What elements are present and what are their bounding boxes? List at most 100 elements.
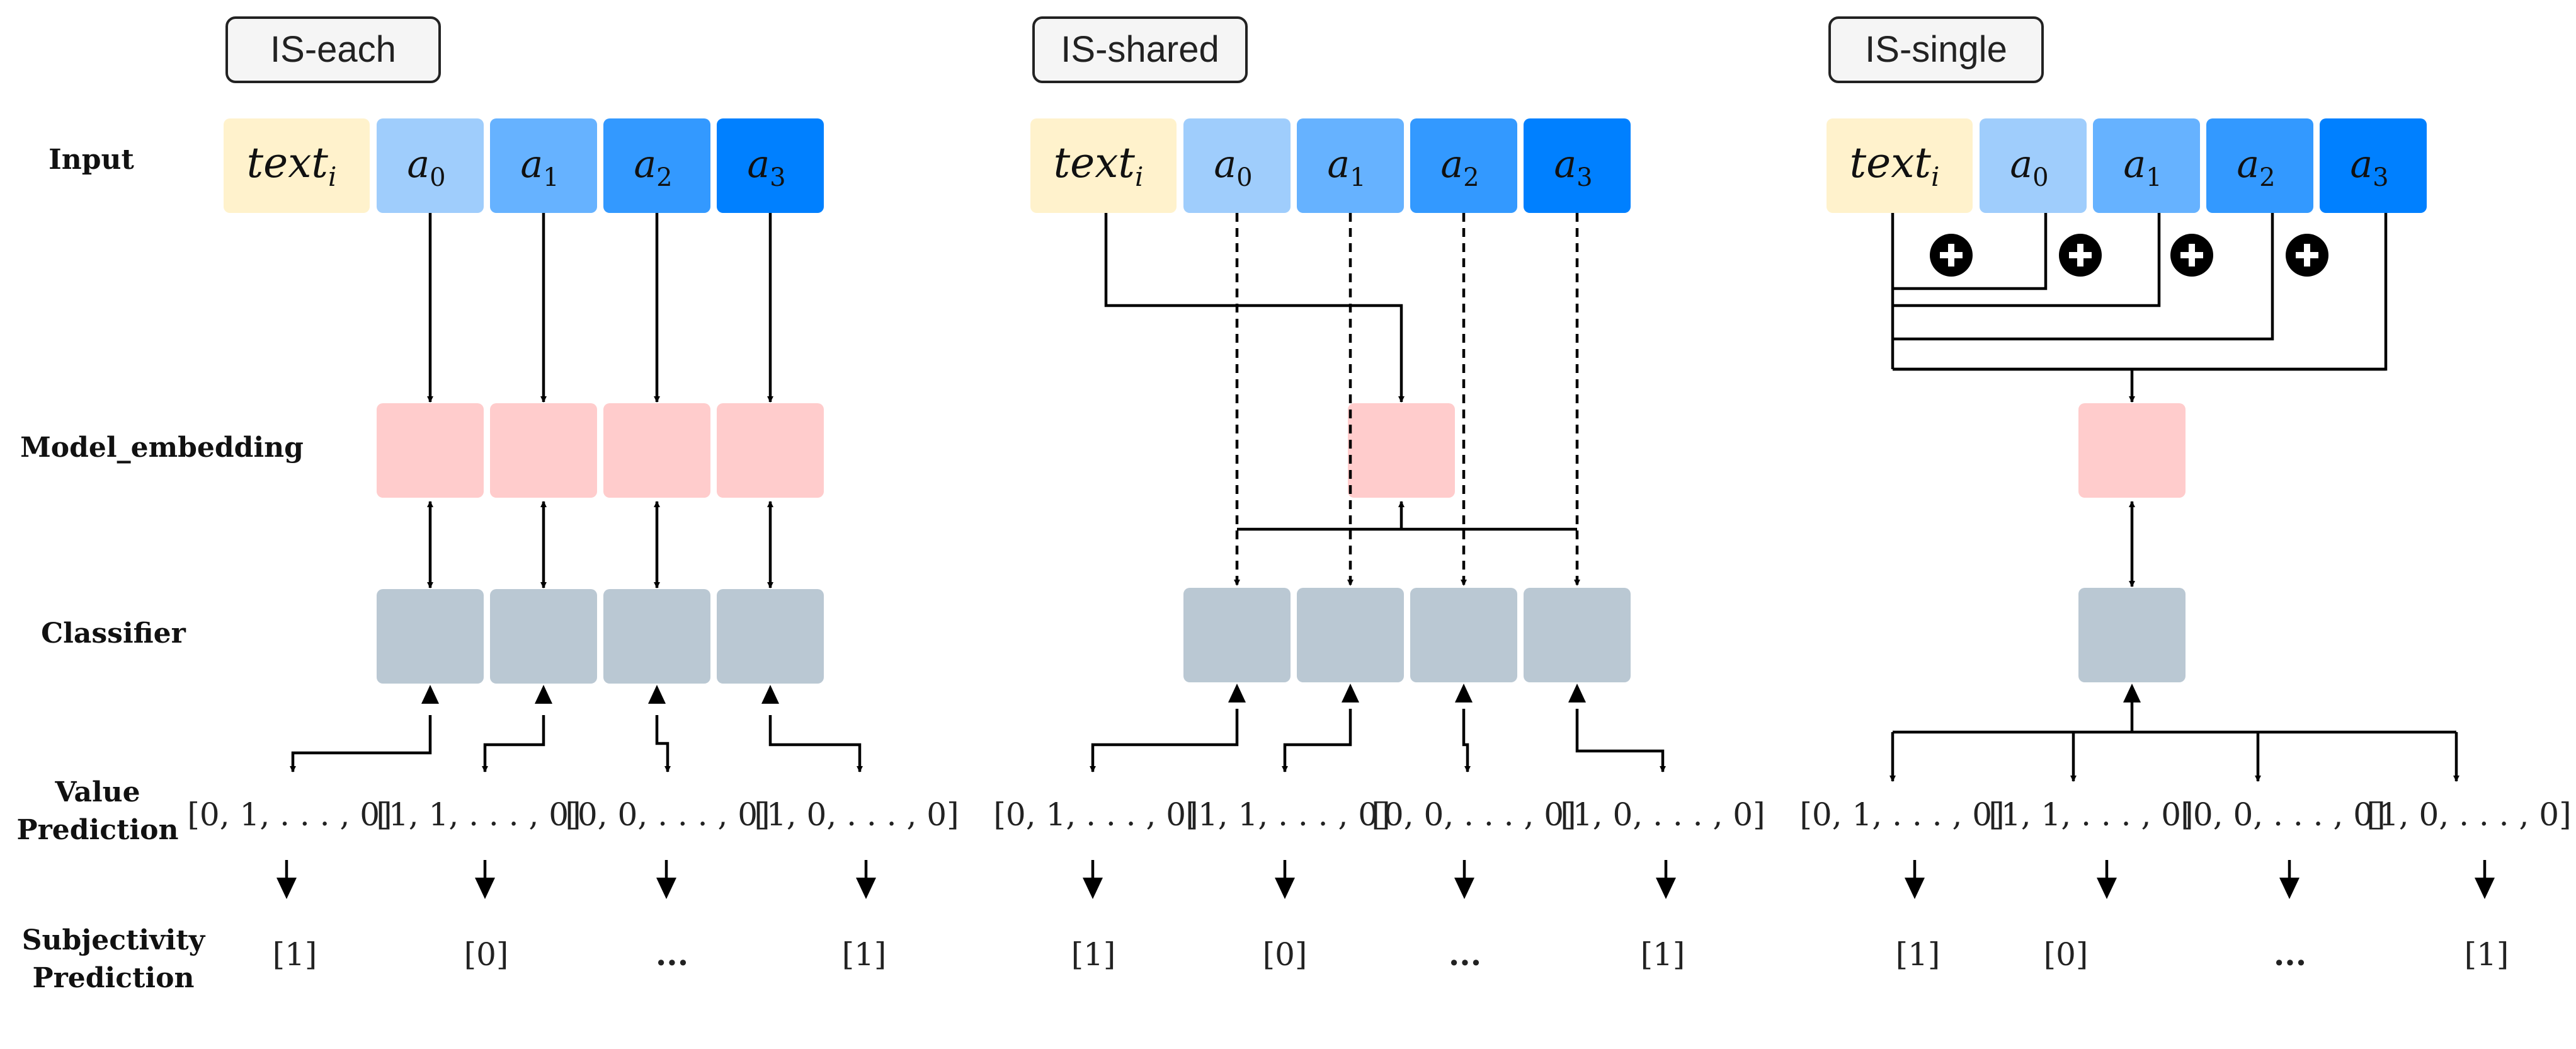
- token-text: [1827, 118, 1973, 213]
- token-text-label: texti: [247, 139, 337, 192]
- classifier-block: [1183, 588, 1291, 682]
- value-prediction: [1, 0, . . . , 0]: [2366, 796, 2571, 833]
- subjectivity-prediction: [0]: [2044, 936, 2089, 973]
- down-arrow-head: [2475, 878, 2495, 899]
- plus-bar-v: [2077, 244, 2083, 267]
- token-a2-subscript: 2: [1463, 163, 1479, 192]
- classifier-to-value-arrow: [290, 715, 432, 772]
- token-a1-subscript: 1: [543, 163, 559, 192]
- token-a1: [1297, 118, 1404, 213]
- arrow-up-head: [1342, 684, 1359, 702]
- token-a2-subscript: 2: [656, 163, 672, 192]
- token-text-subscript: i: [1931, 161, 1939, 192]
- subjectivity-prediction: [0]: [464, 936, 509, 973]
- text-to-embedding-arrow: [1104, 213, 1405, 403]
- token-a3: [1524, 118, 1631, 213]
- token-a1: [490, 118, 597, 213]
- value-prediction: [0, 0, . . . , 0]: [565, 796, 770, 833]
- token-a2: [603, 118, 710, 213]
- token-text-label: texti: [1850, 139, 1940, 192]
- model-embedding-block: [1348, 403, 1455, 498]
- arrow-up-head: [535, 685, 552, 704]
- arrow-up-head: [1568, 684, 1586, 702]
- value-prediction: [1, 1, . . . , 0]: [1988, 796, 2193, 833]
- down-arrow-head: [276, 878, 297, 899]
- down-arrow-head: [1454, 878, 1474, 899]
- concat-branch: [1893, 213, 2274, 341]
- subjectivity-prediction: ...: [1449, 936, 1481, 973]
- model-embedding-block: [377, 403, 484, 498]
- token-a0-subscript: 0: [430, 163, 445, 192]
- model-embedding-block: [2078, 403, 2186, 498]
- classifier-to-value-arrow: [1575, 709, 1666, 772]
- token-a2-label: a2: [2237, 142, 2275, 192]
- panel-title-box: [225, 16, 441, 83]
- arrow-up-head: [1455, 684, 1473, 702]
- row-label-model-embedding: Model_embedding: [20, 432, 304, 464]
- plus-bar-v: [2304, 244, 2310, 267]
- down-arrow-head: [2279, 878, 2300, 899]
- down-arrow-head: [2097, 878, 2117, 899]
- classifier-to-value-arrow: [655, 715, 671, 772]
- down-arrow-head: [1905, 878, 1925, 899]
- token-a0-label: a0: [1214, 142, 1252, 192]
- subjectivity-prediction: [1]: [1896, 936, 1941, 973]
- arrow-up-head: [421, 685, 439, 704]
- token-a3: [717, 118, 824, 213]
- down-arrow-head: [1083, 878, 1103, 899]
- row-label-subjectivity-line1: Subjectivity: [22, 924, 206, 956]
- panel-title: IS-each: [270, 29, 396, 70]
- model-embedding-block: [717, 403, 824, 498]
- value-prediction: [0, 0, . . . , 0]: [1371, 796, 1576, 833]
- classifier-block: [490, 589, 597, 684]
- panel-title-box: [1032, 16, 1248, 83]
- classifier-block: [1410, 588, 1517, 682]
- token-text: [224, 118, 370, 213]
- panel-title: IS-single: [1865, 29, 2007, 70]
- token-a3: [2320, 118, 2427, 213]
- panel-title: IS-shared: [1061, 29, 1219, 70]
- arrow-up-head: [648, 685, 666, 704]
- subjectivity-prediction: [1]: [842, 936, 887, 973]
- value-prediction: [0, 1, . . . , 0]: [1799, 796, 2004, 833]
- value-prediction: [0, 1, . . . , 0]: [187, 796, 392, 833]
- token-a3-subscript: 3: [2373, 163, 2388, 192]
- row-label-value-line1: Value: [54, 776, 140, 808]
- token-a2: [2206, 118, 2313, 213]
- classifier-to-value-arrow: [768, 715, 863, 772]
- down-arrow-head: [856, 878, 876, 899]
- token-a0: [1183, 118, 1291, 213]
- value-prediction: [0, 1, . . . , 0]: [993, 796, 1198, 833]
- token-a0: [1980, 118, 2087, 213]
- arrow-up-head: [761, 685, 779, 704]
- row-label-input: Input: [48, 144, 134, 176]
- classifier-block: [2078, 588, 2186, 682]
- token-a0-subscript: 0: [2032, 163, 2048, 192]
- token-a3-subscript: 3: [1576, 163, 1592, 192]
- concat-branch: [1893, 213, 2048, 290]
- down-arrow-head: [656, 878, 676, 899]
- classifier-block: [1297, 588, 1404, 682]
- token-a1: [2093, 118, 2200, 213]
- subjectivity-prediction: [0]: [1263, 936, 1308, 973]
- model-embedding-block: [603, 403, 710, 498]
- token-a2-subscript: 2: [2259, 163, 2275, 192]
- classifier-block: [377, 589, 484, 684]
- token-a1-subscript: 1: [2146, 163, 2162, 192]
- classifier-to-value-arrow: [482, 715, 545, 772]
- arrow-up-head: [1228, 684, 1246, 702]
- row-label-subjectivity-line2: Prediction: [33, 962, 195, 994]
- subjectivity-prediction: [1]: [273, 936, 317, 973]
- token-a0-subscript: 0: [1236, 163, 1252, 192]
- token-text-subscript: i: [328, 161, 336, 192]
- classifier-to-value-arrow: [1462, 709, 1471, 772]
- classifier-block: [603, 589, 710, 684]
- token-text-subscript: i: [1135, 161, 1143, 192]
- classifier-block: [1524, 588, 1631, 682]
- value-prediction: [1, 1, . . . , 0]: [1185, 796, 1390, 833]
